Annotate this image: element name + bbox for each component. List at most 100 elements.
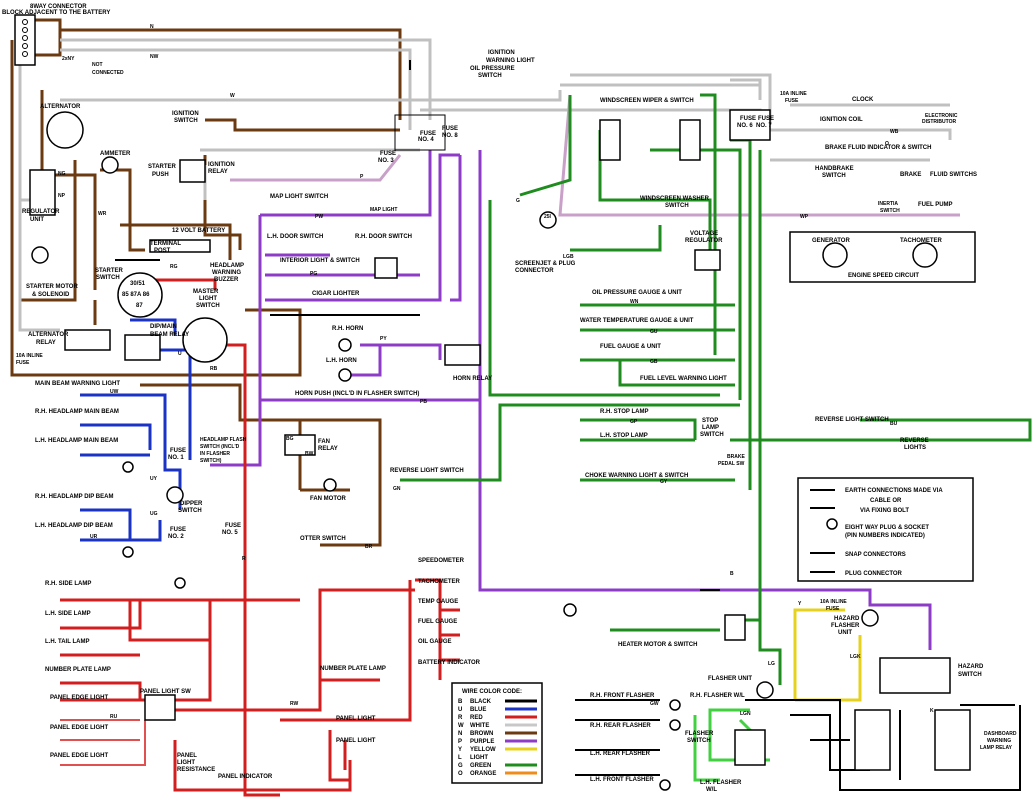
rh-horn-symbol	[338, 338, 352, 352]
wire-code: BW	[305, 451, 314, 457]
wire-code: UR	[90, 534, 98, 540]
ammeter-symbol	[101, 156, 119, 174]
fuel-gauge-small-label: FUEL GAUGE	[418, 619, 457, 625]
legend-color-name: BLUE	[470, 707, 486, 713]
not-connected: NOT	[92, 62, 103, 68]
legend-code: B	[458, 699, 463, 705]
fuel-pump-label: FUEL PUMP	[918, 202, 953, 208]
snap-key: SNAP CONNECTORS	[845, 552, 906, 558]
brake-fluid-label: BRAKE FLUID INDICATOR & SWITCH	[825, 145, 931, 151]
terminal-post-label-2: POST	[154, 248, 171, 254]
lh-stop-label: L.H. STOP LAMP	[600, 433, 648, 439]
fuse-6-label-2: NO. 6	[737, 123, 753, 129]
wire-code: NG	[58, 171, 66, 177]
hazard-unit-label: HAZARD	[834, 616, 860, 622]
handbrake-label-2: SWITCH	[822, 173, 846, 179]
rh-horn-label: R.H. HORN	[332, 326, 363, 332]
relay-numbers-1: 30/51	[130, 281, 146, 287]
stop-switch-label-3: SWITCH	[700, 432, 724, 438]
earth-key-2: CABLE OR	[870, 498, 902, 504]
lh-tail-label: L.H. TAIL LAMP	[45, 639, 89, 645]
wire-code: PW	[315, 214, 323, 220]
voltage-regulator-box	[694, 249, 721, 271]
fan-motor-label: FAN MOTOR	[310, 496, 347, 502]
battery-symbol	[149, 239, 211, 253]
oil-pressure-switch-label: OIL PRESSURE	[470, 66, 515, 72]
tachometer-label: TACHOMETER	[900, 238, 943, 244]
connector-title: 8WAY CONNECTOR	[30, 4, 87, 10]
alternator-relay-label-2: RELAY	[36, 340, 56, 346]
red-wires	[60, 278, 460, 797]
inline-fuse-hazard-2: FUSE	[826, 606, 840, 612]
legend-color-name: RED	[470, 715, 483, 721]
fuse-block-left	[394, 114, 446, 151]
regulator-label-2: UNIT	[30, 217, 44, 223]
labels: 8WAY CONNECTOR BLOCK ADJACENT TO THE BAT…	[2, 4, 1017, 793]
wire-code: W	[230, 93, 235, 99]
ignition-relay-box	[179, 159, 206, 183]
wire-code: BR	[365, 544, 373, 550]
panel-edge-3: PANEL EDGE LIGHT	[50, 753, 108, 759]
wire-code: LGN	[740, 711, 751, 717]
fan-relay-box	[284, 434, 316, 456]
brake-pedal-label-2: PEDAL SW	[718, 461, 745, 467]
plug-socket-1	[563, 603, 577, 617]
reverse-lights-label-2: LIGHTS	[904, 445, 926, 451]
ign-warning-label-2: WARNING LIGHT	[486, 58, 535, 64]
stop-switch-label: STOP	[702, 418, 718, 424]
fuse-2-label: FUSE	[170, 527, 186, 533]
legend-code: R	[458, 715, 463, 721]
inline-fuse-left-2: FUSE	[16, 360, 30, 366]
fuse-1-label-2: NO. 1	[168, 455, 184, 461]
wire-code: GP	[630, 419, 638, 425]
headlamp-flash-label-4: SWITCH)	[200, 458, 222, 464]
reverse-switch-mid: REVERSE LIGHT SWITCH	[390, 468, 464, 474]
number-plate-mid: NUMBER PLATE LAMP	[320, 666, 386, 672]
wire-code: PB	[420, 399, 427, 405]
rh-front-flasher-label: R.H. FRONT FLASHER	[590, 693, 655, 699]
dip-main-relay-label: DIP/MAIN	[150, 324, 177, 330]
headlamp-buzzer-label-3: BUZZER	[214, 277, 239, 283]
hazard-unit-label-2: FLASHER	[831, 623, 860, 629]
alternator-relay-box	[64, 329, 111, 351]
flasher-unit-circle	[756, 681, 774, 699]
wire-code: U	[178, 351, 182, 357]
panel-edge-2: PANEL EDGE LIGHT	[50, 725, 108, 731]
dipper-switch-circle	[166, 486, 184, 504]
voltage-regulator-label-2: REGULATOR	[685, 238, 723, 244]
washer-label-2: SWITCH	[665, 203, 689, 209]
symbols-key-box	[797, 477, 974, 582]
wire-code: GY	[660, 479, 668, 485]
tachometer-symbol	[912, 242, 938, 268]
dashboard-relay-label: DASHBOARD	[984, 731, 1017, 737]
water-gauge-label: WATER TEMPERATURE GAUGE & UNIT	[580, 318, 694, 324]
wire-code: RU	[110, 714, 118, 720]
choke-label: CHOKE WARNING LIGHT & SWITCH	[585, 473, 688, 479]
wire-code: RW	[290, 701, 299, 707]
wire-code: LG	[768, 661, 775, 667]
inline-fuse-left: 10A INLINE	[16, 353, 43, 359]
lh-rear-flasher-label: L.H. REAR FLASHER	[590, 751, 651, 757]
dashboard-relay-label-2: WARNING	[987, 738, 1011, 744]
fuse-block-right	[729, 109, 771, 141]
master-light-label-2: LIGHT	[199, 296, 217, 302]
fuse-4-label: FUSE	[420, 131, 436, 137]
panel-edge-1: PANEL EDGE LIGHT	[50, 695, 108, 701]
wire-code: BU	[890, 421, 898, 427]
ignition-switch-label: IGNITION	[172, 111, 199, 117]
legend-color-name: YELLOW	[470, 747, 496, 753]
map-light-label-2: MAP LIGHT	[370, 207, 397, 213]
fuse-5-label: FUSE	[225, 523, 241, 529]
relay-numbers-2: 85 87A 86	[122, 292, 150, 298]
clock-label: CLOCK	[852, 97, 874, 103]
connector-subtitle: BLOCK ADJACENT TO THE BATTERY	[2, 10, 110, 16]
wire-code: GB	[650, 359, 658, 365]
wire-code: RG	[170, 264, 178, 270]
stop-switch-label-2: LAMP	[702, 425, 719, 431]
wiper-switch-box	[599, 119, 621, 161]
rh-dip-label: R.H. HEADLAMP DIP BEAM	[35, 494, 113, 500]
ignition-coil-label: IGNITION COIL	[820, 117, 863, 123]
plug-socket-3	[122, 546, 134, 558]
plug-socket-5	[669, 699, 681, 711]
fan-relay-label-2: RELAY	[318, 446, 338, 452]
